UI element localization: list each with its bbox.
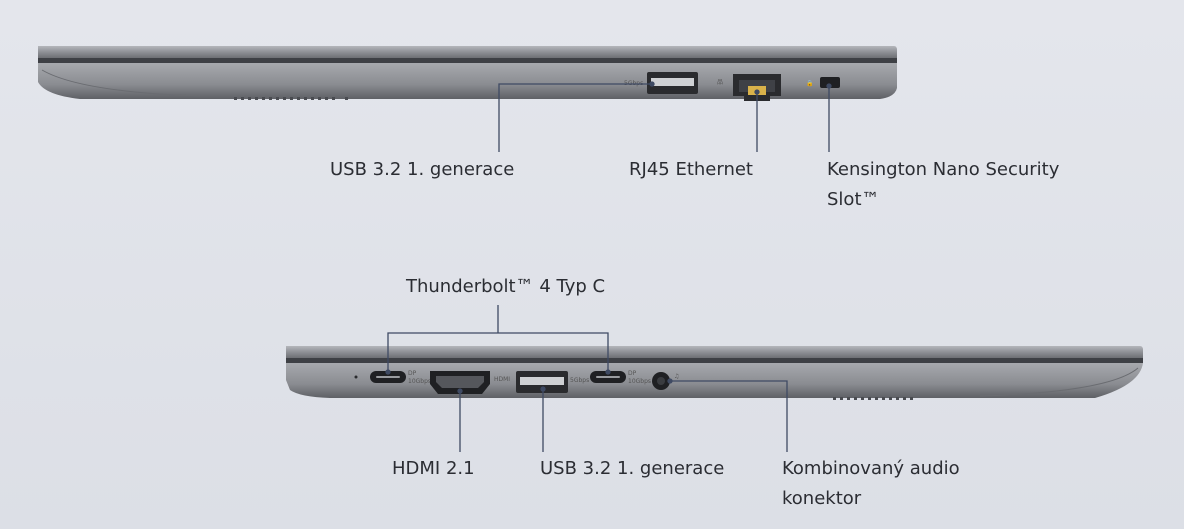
- label-audio: Kombinovaný audio konektor: [782, 458, 960, 509]
- status-led: [354, 375, 358, 379]
- dp-marking: DP: [408, 370, 417, 377]
- bottom-callout-lines: [385, 305, 788, 452]
- thunderbolt-port-2: DP 10Gbps: [590, 370, 651, 385]
- label-thunderbolt: Thunderbolt™ 4 Typ C: [406, 276, 606, 297]
- tb-speed-marking: 10Gbps: [628, 378, 651, 385]
- label-rj45: RJ45 Ethernet: [629, 159, 753, 180]
- laptop-bottom-view: DP 10Gbps HDMI 5Gbps DP 10Gbps: [286, 346, 1143, 400]
- label-kensington: Kensington Nano Security Slot™: [827, 159, 1060, 210]
- label-hdmi: HDMI 2.1: [392, 458, 475, 479]
- headset-icon: ♫: [674, 373, 679, 380]
- hdmi-marking: HDMI: [494, 376, 510, 383]
- usb-a-port: 5Gbps: [516, 371, 589, 393]
- hdmi-port: HDMI: [430, 371, 510, 394]
- kensington-slot: 🔒: [806, 77, 840, 88]
- usb-speed-marking: 5Gbps: [570, 377, 589, 384]
- audio-jack: ♫: [652, 372, 679, 390]
- network-icon: 品: [717, 79, 723, 86]
- top-callout-lines: [498, 81, 832, 152]
- tb-speed-marking: 10Gbps: [408, 378, 431, 385]
- speaker-grille: [234, 97, 348, 100]
- lock-icon: 🔒: [806, 79, 813, 87]
- label-usb-top: USB 3.2 1. generace: [330, 159, 515, 180]
- laptop-top-view: 5Gbps 品 🔒: [38, 46, 897, 101]
- thunderbolt-port-1: DP 10Gbps: [370, 370, 431, 385]
- dp-marking: DP: [628, 370, 637, 377]
- speaker-grille: [833, 397, 913, 400]
- label-usb-bottom: USB 3.2 1. generace: [540, 458, 725, 479]
